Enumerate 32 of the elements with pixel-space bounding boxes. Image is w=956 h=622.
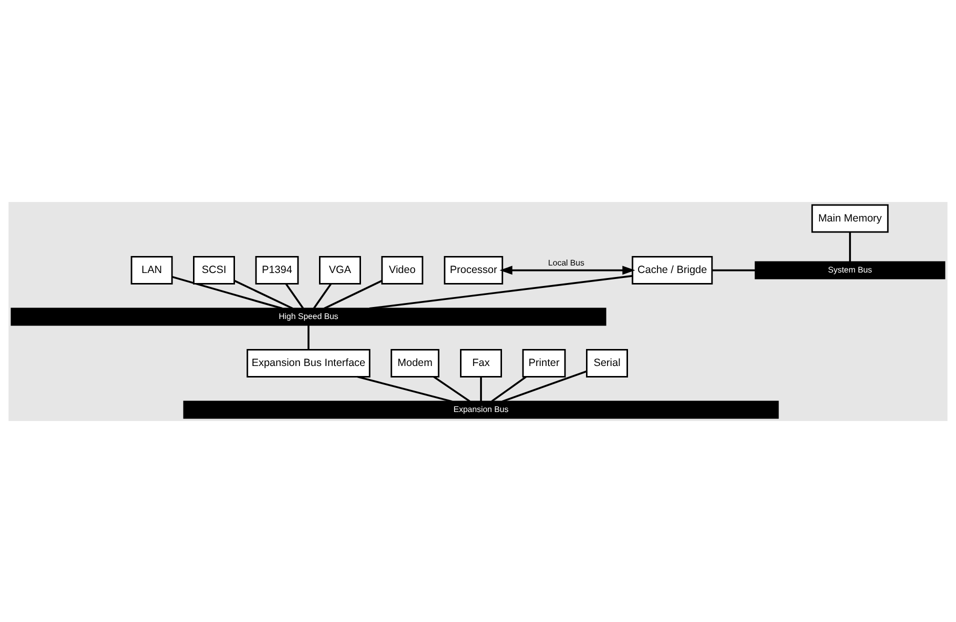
connector xyxy=(357,375,452,402)
node-box: Processor xyxy=(444,256,504,284)
connector xyxy=(308,324,310,350)
connector xyxy=(712,268,756,271)
connector xyxy=(491,376,527,402)
node-box: Printer xyxy=(522,348,566,377)
node-box: High Speed Bus xyxy=(10,307,606,326)
connector xyxy=(285,282,304,308)
node-box: VGA xyxy=(319,256,361,284)
node-box: Expansion Bus xyxy=(183,400,779,418)
connector xyxy=(172,275,282,309)
node-box: SCSI xyxy=(193,256,235,284)
node-box: Expansion Bus Interface xyxy=(246,348,370,377)
connector xyxy=(234,279,294,309)
connector xyxy=(369,274,632,309)
node-box: System Bus xyxy=(754,260,946,279)
node-box: Fax xyxy=(460,348,502,377)
connector xyxy=(313,282,332,308)
connector xyxy=(433,376,470,402)
edge-label: Local Bus xyxy=(548,258,584,268)
node-box: Modem xyxy=(390,348,440,377)
connector xyxy=(849,232,851,262)
node-box: Cache / Brigde xyxy=(632,256,713,284)
connector xyxy=(502,370,587,402)
connector xyxy=(480,376,482,401)
connector xyxy=(324,279,382,309)
node-box: Main Memory xyxy=(811,204,889,232)
node-box: Serial xyxy=(586,348,628,377)
node-box: LAN xyxy=(130,256,173,284)
node-box: P1394 xyxy=(255,256,299,284)
node-box: Video xyxy=(381,256,424,284)
arrow xyxy=(500,265,636,274)
